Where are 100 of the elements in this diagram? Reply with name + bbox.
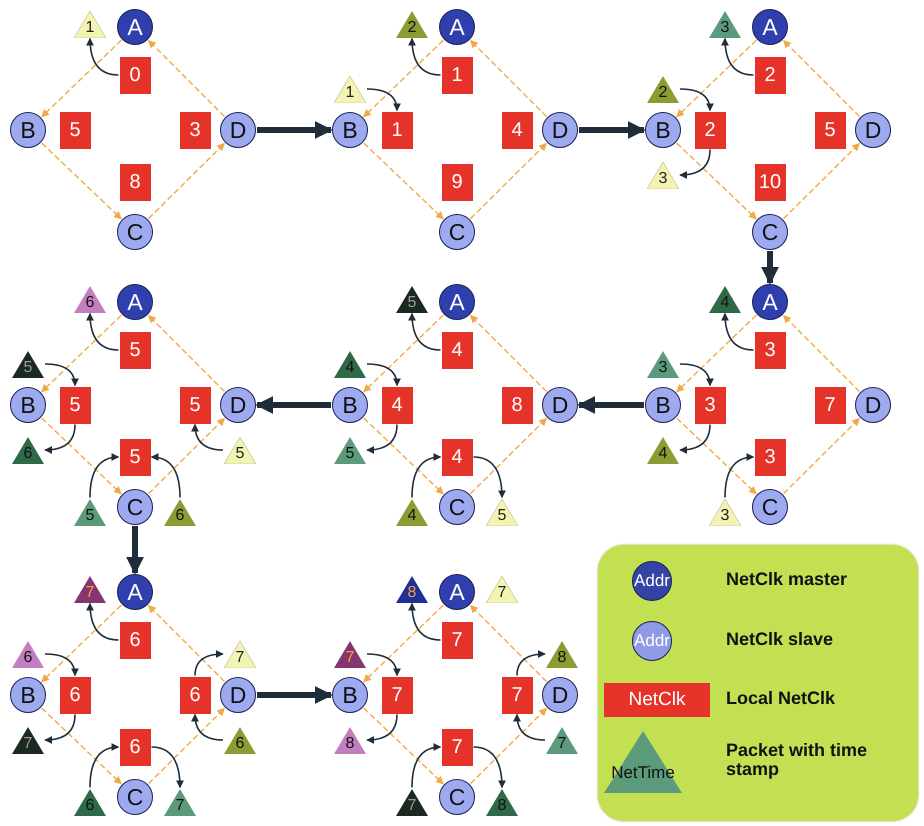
curved-arrow — [516, 650, 546, 676]
curved-arrow — [86, 312, 119, 351]
curved-arrow — [411, 453, 442, 498]
slave-node-circle: C — [439, 214, 475, 250]
slave-node-circle: B — [645, 112, 681, 148]
curved-arrow — [366, 653, 401, 676]
netclk-counter: 6 — [180, 676, 210, 714]
netclk-counter: 4 — [382, 386, 412, 424]
packet-triangle: 5 — [74, 498, 106, 526]
curved-arrow — [44, 424, 76, 454]
netclk-counter: 5 — [120, 332, 150, 368]
curved-arrow — [366, 88, 401, 112]
slave-node-circle: D — [220, 677, 256, 713]
legend-sample: NetClk — [604, 683, 710, 717]
netclk-counter: 2 — [694, 112, 726, 148]
curved-arrow — [721, 38, 754, 76]
slave-node-circle: D — [855, 387, 891, 423]
flow-arrow — [257, 686, 333, 704]
netclk-counter: 5 — [60, 112, 90, 148]
packet-triangle: 8 — [546, 640, 578, 668]
netclk-counter: 4 — [442, 332, 472, 368]
master-node-circle: A — [752, 284, 788, 320]
curved-arrow — [150, 453, 181, 498]
packet-triangle: 6 — [164, 498, 196, 526]
slave-node-circle: C — [752, 489, 788, 525]
message-arrow — [148, 708, 226, 784]
flow-arrow — [126, 526, 144, 575]
curved-arrow — [724, 453, 754, 498]
curved-arrow — [473, 746, 506, 788]
curved-arrow — [408, 312, 441, 351]
slave-node-circle: B — [645, 387, 681, 423]
netclk-counter: 6 — [120, 728, 150, 766]
packet-triangle: 4 — [334, 350, 366, 378]
netclk-counter: 3 — [754, 438, 786, 476]
slave-node-circle: D — [855, 112, 891, 148]
netclk-counter: 3 — [754, 332, 786, 368]
netclk-counter: 5 — [60, 386, 90, 424]
curved-arrow — [86, 602, 119, 641]
message-arrow — [363, 314, 444, 392]
netclk-counter: 9 — [442, 164, 472, 200]
packet-triangle: 4 — [647, 436, 679, 464]
message-arrow — [782, 314, 860, 392]
curved-arrow — [194, 650, 224, 676]
message-arrow — [676, 142, 757, 220]
message-arrow — [470, 142, 548, 220]
message-arrow — [676, 40, 757, 118]
netclk-counter: 5 — [814, 112, 846, 148]
slave-node-circle: C — [117, 779, 153, 815]
master-node-circle: A — [117, 574, 153, 610]
slave-node-circle: B — [10, 387, 46, 423]
legend-sample: Addr — [632, 561, 672, 601]
curved-arrow — [89, 743, 120, 788]
message-arrow — [148, 40, 226, 118]
flow-arrow — [579, 121, 646, 139]
netclk-counter: 1 — [382, 112, 412, 148]
slave-node-circle: B — [332, 677, 368, 713]
curved-arrow — [89, 453, 120, 498]
netclk-counter: 7 — [502, 676, 532, 714]
netclk-counter: 7 — [382, 676, 412, 714]
message-arrow — [148, 604, 226, 682]
netclk-counter: 6 — [120, 622, 150, 658]
curved-arrow — [680, 88, 714, 112]
curved-arrow — [411, 743, 442, 788]
packet-triangle: 8 — [486, 788, 518, 816]
packet-triangle: 7 — [12, 726, 44, 754]
curved-arrow — [721, 312, 754, 351]
netclk-counter: 4 — [502, 112, 532, 148]
packet-triangle: 3 — [709, 498, 741, 526]
curved-arrow — [679, 149, 711, 179]
message-arrow — [470, 418, 548, 494]
packet-triangle: 2 — [396, 10, 428, 38]
packet-triangle: 6 — [224, 726, 256, 754]
packet-triangle: 6 — [12, 640, 44, 668]
packet-triangle: 7 — [164, 788, 196, 816]
netclk-counter: 7 — [442, 622, 472, 658]
slave-node-circle: D — [542, 112, 578, 148]
curved-arrow — [86, 38, 119, 76]
netclk-counter: 8 — [502, 386, 532, 424]
message-arrow — [470, 40, 548, 118]
message-arrow — [363, 604, 444, 682]
packet-triangle: 4 — [709, 286, 741, 312]
master-node-circle: A — [439, 284, 475, 320]
netclk-counter: 6 — [60, 676, 90, 714]
message-arrow — [363, 40, 444, 118]
master-node-circle: A — [117, 284, 153, 320]
packet-triangle: 3 — [647, 162, 679, 188]
master-node-circle: A — [117, 9, 153, 45]
flow-arrow — [577, 396, 644, 414]
message-arrow — [470, 708, 548, 784]
message-arrow — [148, 142, 226, 220]
legend-text: NetClk master — [726, 570, 848, 589]
curved-arrow — [44, 653, 79, 676]
message-arrow — [41, 418, 122, 494]
packet-triangle: 1 — [74, 10, 106, 38]
message-arrow — [41, 604, 122, 682]
message-arrow — [363, 708, 444, 784]
message-arrow — [148, 418, 226, 494]
slave-node-circle: C — [752, 214, 788, 250]
packet-triangle: 2 — [647, 76, 679, 102]
netclk-counter: 7 — [814, 386, 846, 424]
